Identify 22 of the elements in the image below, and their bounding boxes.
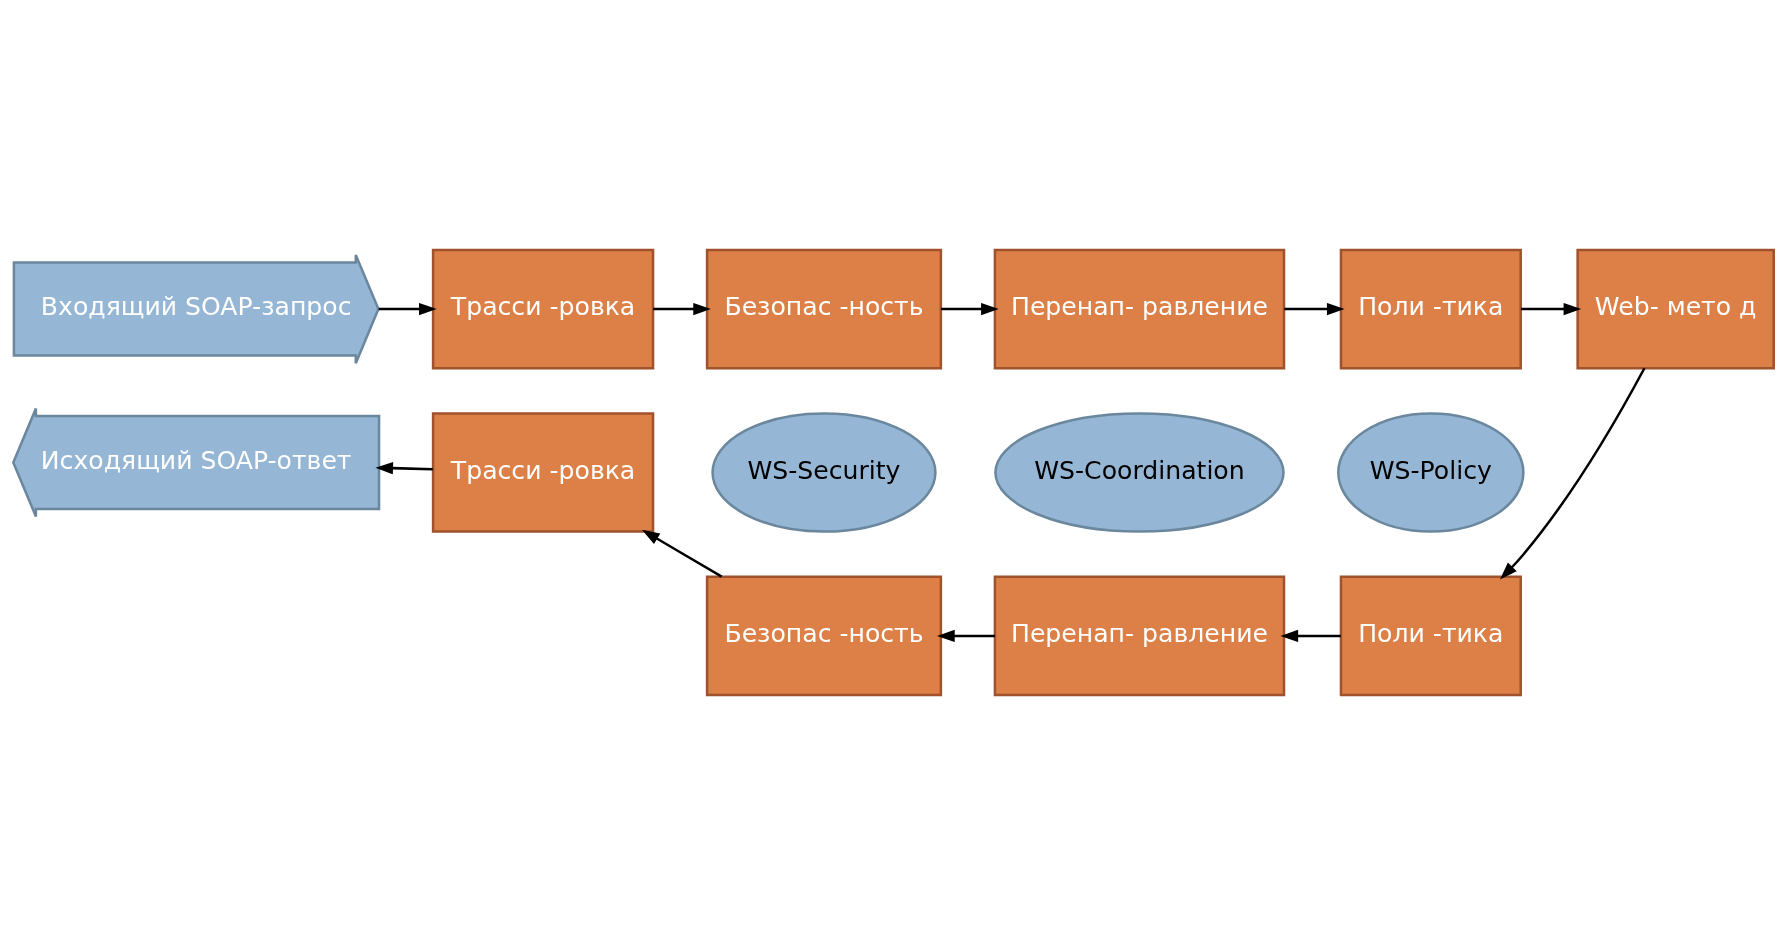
node-box: Безопас -ность xyxy=(705,248,943,369)
node-box: Перенап- равление xyxy=(993,248,1286,369)
node-ellipse: WS-Coordination xyxy=(994,411,1285,533)
node-box: Безопас -ность xyxy=(705,575,943,696)
arrow xyxy=(1284,302,1345,315)
node-box: Перенап- равление xyxy=(993,575,1286,696)
node-box: Поли -тика xyxy=(1339,248,1522,369)
arrow xyxy=(378,302,437,315)
arrow xyxy=(653,302,711,315)
node-ellipse: WS-Security xyxy=(711,411,937,533)
arrow xyxy=(940,302,999,315)
arrow xyxy=(641,529,723,578)
node-box: Поли -тика xyxy=(1339,575,1522,696)
arrow xyxy=(937,629,995,642)
arrow xyxy=(375,461,433,474)
node-box: Трасси -ровка xyxy=(431,248,655,369)
node-box: Трасси -ровка xyxy=(431,411,655,533)
arrow xyxy=(1520,302,1582,315)
arrow xyxy=(1280,629,1341,642)
arrow xyxy=(1499,367,1646,579)
node-ellipse: WS-Policy xyxy=(1337,411,1525,533)
node-box: Web- мето д xyxy=(1576,248,1775,369)
